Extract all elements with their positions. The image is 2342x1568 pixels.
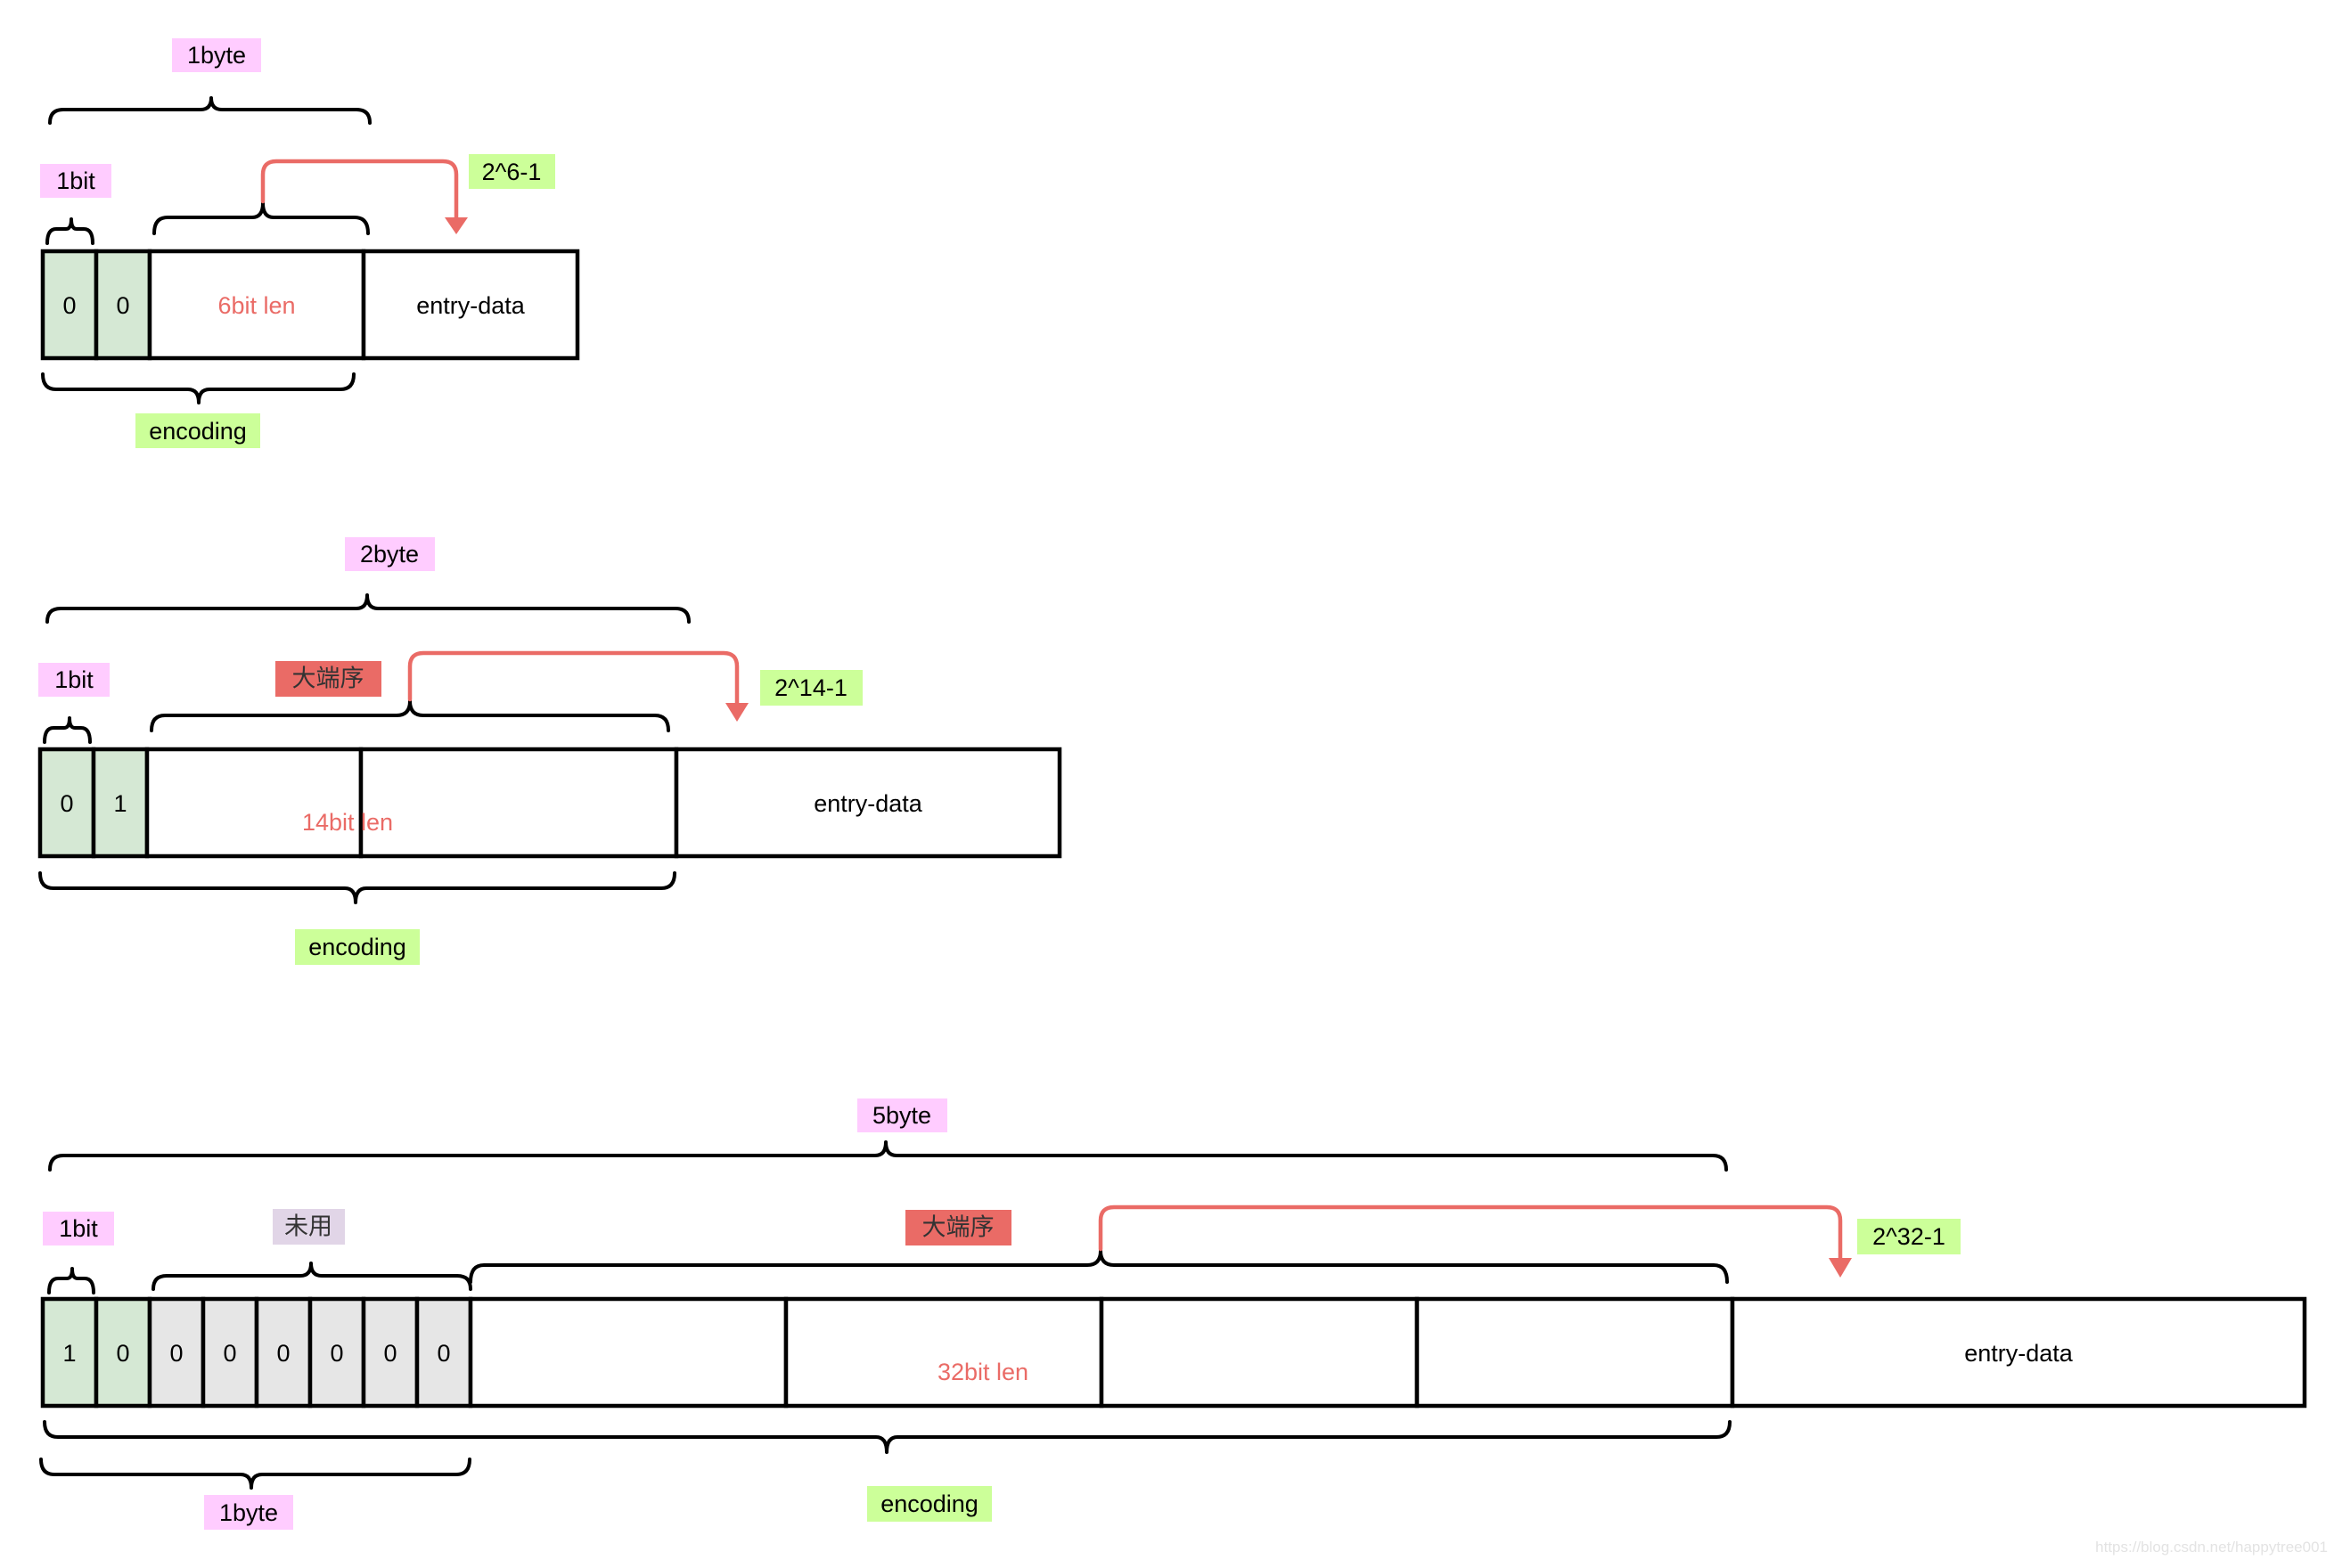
- entry-data-cell: [674, 747, 1062, 859]
- unused-cell-2-value: 0: [223, 1340, 236, 1367]
- byte-size-label-bg: [172, 38, 261, 72]
- max-value-arrow: [260, 159, 459, 225]
- max-value-arrowhead: [725, 703, 749, 722]
- byte-size-label-bg: [857, 1098, 947, 1132]
- encoding-label: encoding: [880, 1490, 979, 1517]
- diagram-1byte-encoding: 1byte 1bit 2^6-1 0 0 6bit len entry-data…: [40, 38, 580, 448]
- max-value-arrow: [407, 650, 740, 711]
- unused-cell-5: [361, 1296, 420, 1409]
- length-cell-label: 14bit len: [302, 809, 393, 836]
- encoding-label: encoding: [308, 934, 406, 960]
- length-cell-byte-4: [1414, 1296, 1735, 1409]
- entry-data-label: entry-data: [814, 790, 923, 817]
- bit-label-bg: [40, 164, 111, 198]
- bit-label-bg: [43, 1212, 114, 1245]
- unused-cell-1-value: 0: [169, 1340, 183, 1367]
- length-cell-byte-2: [358, 747, 679, 859]
- encoding-brace: [41, 372, 356, 404]
- endian-label: 大端序: [922, 1214, 995, 1242]
- max-value-label-bg: [1857, 1219, 1961, 1254]
- encoding-label-bg: [135, 413, 260, 448]
- endian-label-bg: [275, 661, 381, 697]
- byte-brace: [48, 96, 372, 125]
- unused-label-bg: [273, 1209, 345, 1245]
- length-cell: [147, 249, 366, 361]
- max-value-label: 2^14-1: [774, 674, 848, 701]
- max-value-label: 2^32-1: [1872, 1223, 1945, 1250]
- byte-brace: [45, 593, 691, 624]
- bit-brace: [45, 217, 94, 245]
- unused-label: 未用: [284, 1213, 332, 1241]
- length-cell-byte-2: [783, 1296, 1104, 1409]
- endian-label: 大端序: [292, 666, 364, 693]
- length-cell-byte-1: [468, 1296, 789, 1409]
- encoding-label: encoding: [149, 418, 247, 445]
- unused-cell-4: [307, 1296, 366, 1409]
- length-brace: [469, 1249, 1729, 1284]
- unused-brace: [151, 1262, 472, 1291]
- diagram-2byte-encoding: 2byte 1bit 大端序 2^14-1 0 1 14bit len entr…: [37, 537, 1062, 965]
- unused-cell-6-value: 0: [437, 1340, 450, 1367]
- bit-label: 1bit: [54, 666, 94, 693]
- encoding-brace: [38, 871, 676, 904]
- byte-size-label: 1byte: [187, 42, 246, 69]
- unused-cell-4-value: 0: [330, 1340, 343, 1367]
- encoding-brace: [43, 1420, 1732, 1454]
- bit-label: 1bit: [59, 1215, 98, 1242]
- first-byte-label-bg: [204, 1495, 293, 1530]
- bit-label: 1bit: [56, 167, 95, 194]
- diagram-5byte-encoding: 5byte 1bit 未用 大端序 2^32-1 1 0 0 0 0 0: [39, 1098, 2307, 1530]
- unused-cell-3: [254, 1296, 313, 1409]
- byte-size-label: 2byte: [360, 541, 419, 568]
- bit-cell-2: [94, 249, 152, 361]
- max-value-arrow: [1098, 1205, 1843, 1266]
- length-cell-label: 32bit len: [938, 1359, 1028, 1385]
- bit-cell-1: [40, 1296, 99, 1409]
- bit-cell-1-value: 0: [62, 292, 76, 319]
- unused-cell-1: [147, 1296, 206, 1409]
- length-brace: [152, 201, 370, 235]
- bit-cell-2-value: 0: [116, 1340, 129, 1367]
- bit-cell-1-value: 0: [60, 790, 73, 817]
- entry-data-cell: [1730, 1296, 2307, 1409]
- unused-cell-3-value: 0: [276, 1340, 290, 1367]
- bit-cell-2-value: 1: [113, 790, 127, 817]
- first-byte-label: 1byte: [219, 1499, 278, 1526]
- unused-cell-5-value: 0: [383, 1340, 397, 1367]
- bit-label-bg: [38, 663, 110, 697]
- length-cell-byte-3: [1099, 1296, 1420, 1409]
- max-value-arrowhead: [1829, 1258, 1852, 1278]
- bit-cell-2: [94, 1296, 152, 1409]
- endian-label-bg: [905, 1210, 1011, 1245]
- first-byte-brace: [39, 1458, 471, 1490]
- length-cell-byte-1: [144, 747, 364, 859]
- max-value-label: 2^6-1: [482, 159, 542, 185]
- bit-cell-2: [91, 747, 150, 859]
- encoding-label-bg: [295, 929, 420, 965]
- max-value-label-bg: [469, 154, 555, 189]
- length-cell-label: 6bit len: [217, 292, 295, 319]
- entry-data-label: entry-data: [1964, 1340, 2074, 1367]
- watermark-text: https://blog.csdn.net/happytree001: [2095, 1539, 2328, 1556]
- entry-data-cell: [361, 249, 580, 361]
- bit-brace: [43, 716, 92, 744]
- bit-brace: [47, 1267, 95, 1294]
- entry-data-label: entry-data: [416, 292, 526, 319]
- encoding-label-bg: [867, 1486, 992, 1522]
- byte-brace: [48, 1140, 1728, 1172]
- max-value-arrowhead: [445, 217, 468, 234]
- bit-cell-2-value: 0: [116, 292, 129, 319]
- byte-size-label-bg: [345, 537, 435, 571]
- length-brace: [150, 699, 670, 732]
- byte-size-label: 5byte: [872, 1102, 931, 1129]
- max-value-label-bg: [760, 670, 863, 706]
- bit-cell-1-value: 1: [62, 1340, 76, 1367]
